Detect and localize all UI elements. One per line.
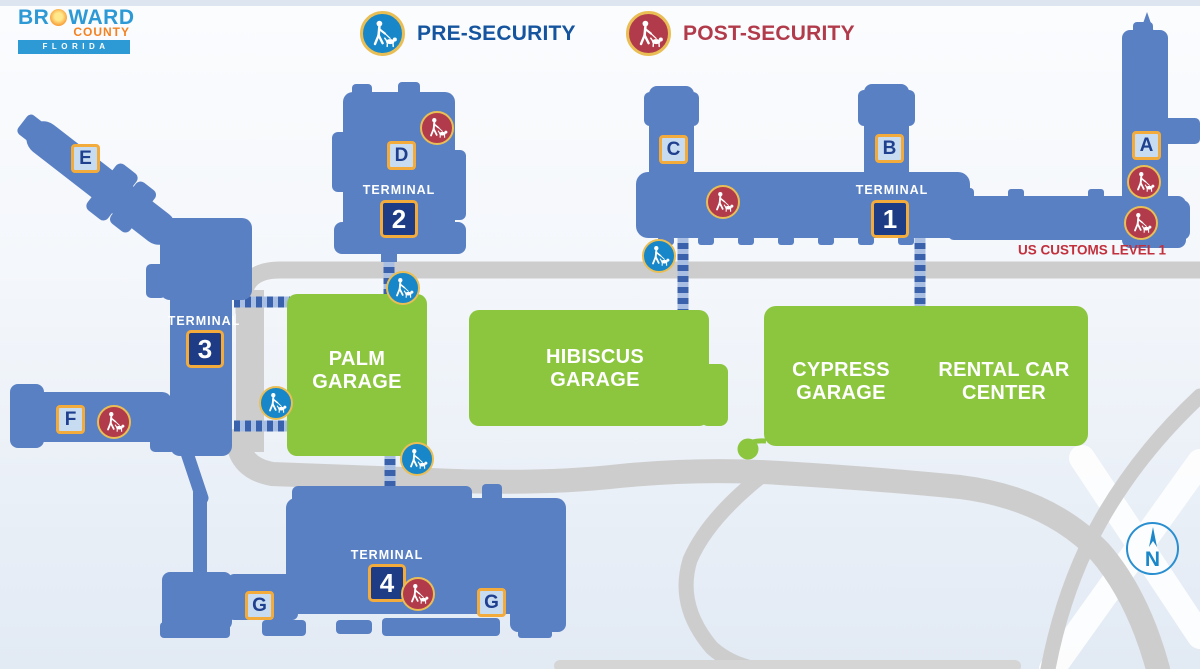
terminal-2-word: TERMINAL	[362, 183, 436, 197]
marker-post-terminal2	[420, 111, 454, 145]
walker-icon	[264, 391, 288, 415]
walker-icon	[1129, 211, 1153, 235]
top-strip	[0, 0, 1200, 6]
walker-icon	[367, 18, 399, 50]
marker-post-concourse-f	[97, 405, 131, 439]
legend-post-security: POST-SECURITY	[626, 11, 855, 56]
marker-pre-palm-north	[386, 271, 420, 305]
walker-icon	[425, 116, 449, 140]
concourse-label-c: C	[659, 135, 688, 164]
marker-post-terminal4	[401, 577, 435, 611]
walker-icon	[405, 447, 429, 471]
road-crossing	[1040, 388, 1200, 669]
cypress-rental-shape	[764, 306, 1088, 446]
terminal-3-word: TERMINAL	[167, 314, 241, 328]
terminal-1-number: 1	[871, 200, 909, 238]
concourse-label-d: D	[387, 141, 416, 170]
walker-icon	[391, 276, 415, 300]
palm-garage-label: PALM GARAGE	[312, 348, 402, 393]
broward-county-logo: BR WARD COUNTY FLORIDA	[18, 6, 134, 54]
concourse-label-g-left: G	[245, 591, 274, 620]
compass-needle-icon	[1148, 527, 1157, 547]
walker-icon	[647, 244, 671, 268]
concourse-label-b: B	[875, 134, 904, 163]
legend-pre-label: PRE-SECURITY	[417, 21, 576, 45]
legend-pre-security: PRE-SECURITY	[360, 11, 576, 56]
logo-name-row: BR WARD	[18, 6, 134, 29]
us-customs-label: US CUSTOMS LEVEL 1	[1017, 242, 1167, 258]
road-lower-loop	[226, 428, 1170, 669]
concourse-label-f: F	[56, 405, 85, 434]
terminal-2-number: 2	[380, 200, 418, 238]
walker-icon	[711, 190, 735, 214]
rental-car-center-label: RENTAL CAR CENTER	[938, 359, 1070, 404]
concourse-label-g-right: G	[477, 588, 506, 617]
marker-post-terminal1	[706, 185, 740, 219]
logo-name-part1: BR	[18, 6, 50, 29]
compass-n-letter: N	[1144, 548, 1161, 571]
marker-pre-palm-west	[259, 386, 293, 420]
marker-post-concourse-a-lower	[1124, 206, 1158, 240]
marker-pre-palm-south	[400, 442, 434, 476]
logo-county: COUNTY	[73, 25, 130, 39]
sun-icon	[50, 9, 68, 26]
walker-icon	[102, 410, 126, 434]
walker-icon	[633, 18, 665, 50]
walker-icon	[406, 582, 430, 606]
pre-security-legend-icon	[360, 11, 405, 56]
garages	[287, 294, 1088, 460]
terminal-3-shape	[10, 114, 252, 630]
legend-post-label: POST-SECURITY	[683, 21, 855, 45]
hibiscus-garage-shape	[469, 310, 728, 426]
terminal-3-number: 3	[186, 330, 224, 368]
compass-north: N	[1126, 522, 1179, 575]
tram-stop	[737, 438, 767, 460]
concourse-label-e: E	[71, 144, 100, 173]
cypress-garage-label: CYPRESS GARAGE	[792, 359, 890, 404]
terminal-1-word: TERMINAL	[855, 183, 929, 197]
palm-garage-shape	[287, 294, 427, 456]
logo-name-part2: WARD	[68, 6, 135, 29]
marker-pre-terminal1-concourse-c	[642, 239, 676, 273]
marker-post-concourse-a-upper	[1127, 165, 1161, 199]
road-branch	[678, 466, 772, 669]
terminal-4-word: TERMINAL	[350, 548, 424, 562]
concourse-label-a: A	[1132, 131, 1161, 160]
post-security-legend-icon	[626, 11, 671, 56]
walker-icon	[1132, 170, 1156, 194]
logo-state: FLORIDA	[18, 40, 130, 54]
terminal-4-shape	[160, 484, 566, 638]
hibiscus-garage-label: HIBISCUS GARAGE	[546, 346, 644, 391]
